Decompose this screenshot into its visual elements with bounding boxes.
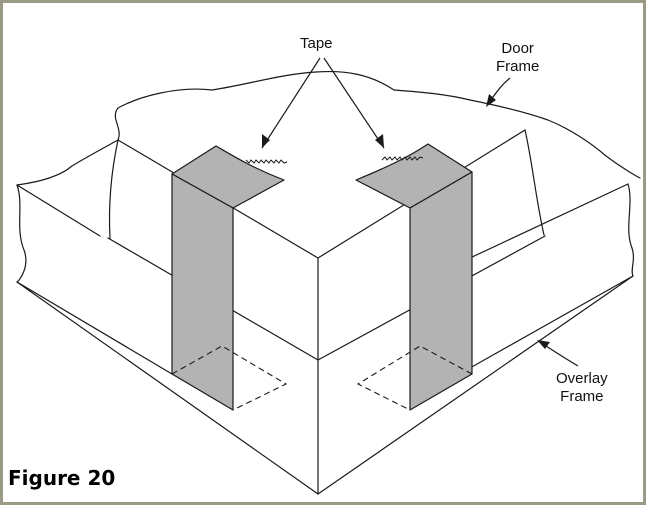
door-frame-label: Door Frame — [496, 40, 539, 76]
overlay-frame-label: Overlay Frame — [556, 370, 608, 406]
tape-arrowhead-left — [262, 134, 270, 148]
tape-label-text: Tape — [300, 35, 333, 52]
right-tape-serrated-edge — [381, 156, 424, 161]
tape-arrowhead-right — [375, 134, 384, 148]
overlay-left-top-front — [16, 281, 173, 375]
figure-title: Figure 20 — [8, 466, 116, 490]
right-outer-wavy-edge — [627, 183, 635, 277]
overlay-frame-label-line1: Overlay — [556, 370, 608, 387]
overlay-frame-label-line2: Frame — [560, 388, 604, 405]
tape-label: Tape — [300, 35, 333, 53]
right-face-bottom-edge — [317, 275, 634, 495]
overlay-right-top-back — [469, 183, 629, 259]
left-broken-edge — [16, 139, 119, 186]
left-outer-wavy-edge — [16, 184, 27, 283]
door-frame-label-line1: Door — [501, 40, 534, 57]
left-face-bottom-edge — [16, 281, 319, 495]
left-tape-top-flap — [171, 145, 285, 209]
right-tape-hidden-edge — [356, 345, 473, 411]
overlay-frame-arrowhead — [537, 340, 550, 349]
right-tape-top-flap — [355, 143, 473, 209]
door-right-vertical-edge — [524, 129, 545, 236]
tape-arrow-left — [261, 57, 321, 149]
door-frame-label-line2: Frame — [496, 58, 540, 75]
door-frame-broken-edge — [114, 70, 641, 179]
overlay-left-top-back — [16, 184, 101, 237]
tape-arrow-right — [323, 57, 385, 149]
left-tape-vertical-strip — [171, 173, 234, 411]
overlay-right-top-front — [469, 275, 634, 369]
door-left-vertical-edge — [108, 139, 119, 239]
left-tape-hidden-edge — [171, 345, 288, 411]
door-frame-arrowhead — [486, 94, 496, 107]
left-tape-serrated-edge — [245, 159, 288, 164]
right-tape-vertical-strip — [409, 171, 473, 411]
